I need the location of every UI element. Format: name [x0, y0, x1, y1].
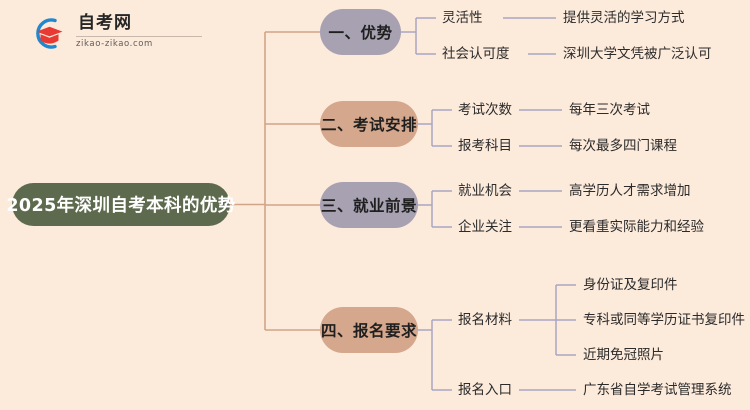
leaf-label-3-1: 就业机会: [458, 183, 512, 199]
leaf-detail-4-1-a: 身份证及复印件: [583, 277, 678, 293]
branch-node-3-label: 三、就业前景: [320, 197, 417, 215]
leaf-label-3-2: 企业关注: [458, 219, 512, 235]
leaf-detail-4-1-c: 近期免冠照片: [583, 347, 664, 363]
leaf-label-4-2: 报名入口: [458, 382, 512, 398]
center-node-label: 2025年深圳自考本科的优势: [6, 196, 236, 216]
logo-divider: [76, 36, 202, 37]
leaf-label-1-1: 灵活性: [442, 10, 483, 26]
leaf-detail-3-1: 高学历人才需求增加: [569, 183, 691, 199]
leaf-label-2-1: 考试次数: [458, 102, 512, 118]
leaf-detail-4-1-b: 专科或同等学历证书复印件: [583, 312, 745, 328]
branch-node-2-label: 二、考试安排: [320, 116, 417, 134]
leaf-label-1-2: 社会认可度: [442, 46, 510, 62]
branch-node-4-label: 四、报名要求: [320, 322, 417, 340]
branch-node-3[interactable]: 三、就业前景: [320, 182, 418, 228]
site-logo[interactable]: 自考网 zikao-zikao.com: [28, 11, 208, 55]
leaf-label-4-1: 报名材料: [458, 312, 512, 328]
leaf-detail-1-1: 提供灵活的学习方式: [563, 10, 685, 26]
leaf-detail-4-2: 广东省自学考试管理系统: [583, 382, 732, 398]
logo-url: zikao-zikao.com: [76, 39, 153, 49]
branch-node-4[interactable]: 四、报名要求: [320, 307, 418, 353]
branch-node-1[interactable]: 一、优势: [320, 9, 401, 55]
leaf-detail-2-2: 每次最多四门课程: [569, 138, 677, 154]
leaf-detail-2-1: 每年三次考试: [569, 102, 650, 118]
branch-node-2[interactable]: 二、考试安排: [320, 101, 418, 147]
leaf-detail-3-2: 更看重实际能力和经验: [569, 219, 704, 235]
branch-node-1-label: 一、优势: [328, 24, 393, 42]
graduation-cap-icon: [28, 13, 70, 53]
leaf-detail-1-2: 深圳大学文凭被广泛认可: [563, 46, 712, 62]
logo-name-cn: 自考网: [78, 13, 132, 33]
center-node[interactable]: 2025年深圳自考本科的优势: [6, 183, 235, 226]
logo-text: 自考网 zikao-zikao.com: [76, 11, 206, 55]
leaf-label-2-2: 报考科目: [458, 138, 512, 154]
